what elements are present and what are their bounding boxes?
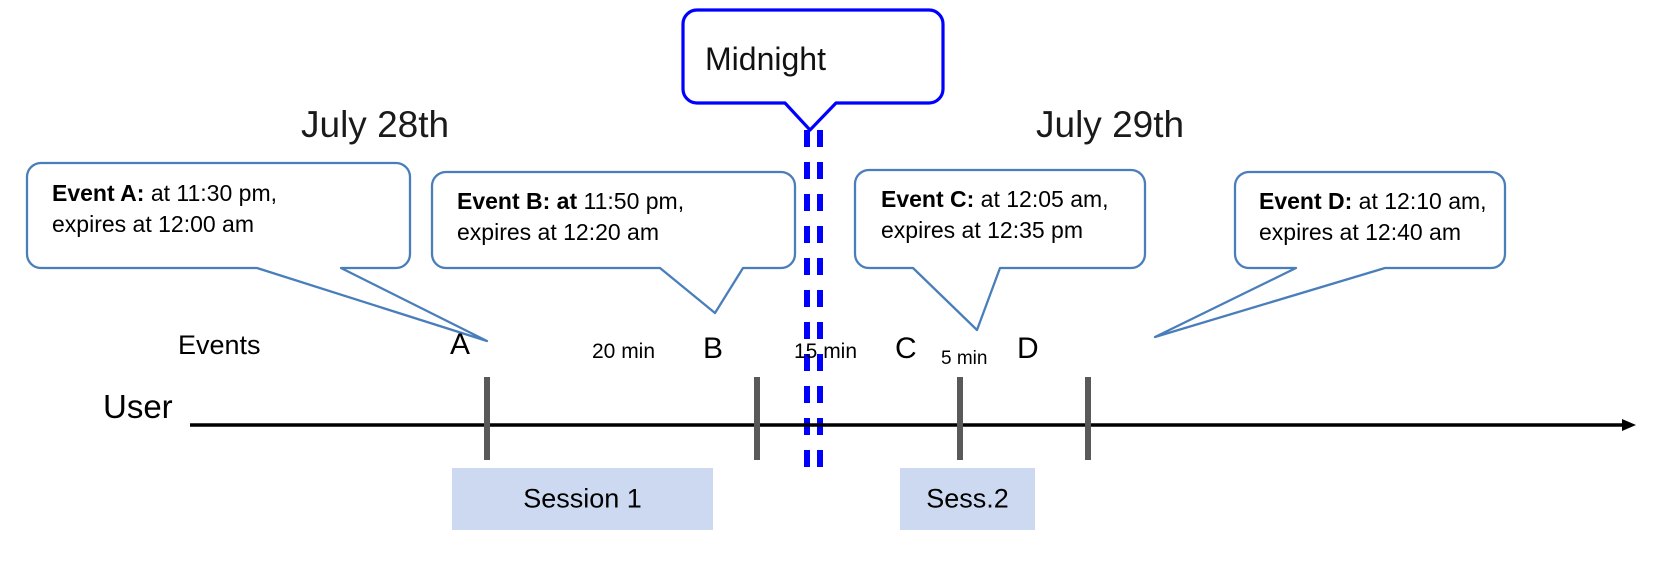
date-heading-july-29: July 29th xyxy=(1036,104,1185,145)
session-2-label: Sess.2 xyxy=(926,483,1009,514)
marker-label-c: C xyxy=(895,332,917,365)
gap-label-15-min: 15 min xyxy=(794,340,858,363)
callout-b-line2: expires at 12:20 am xyxy=(457,219,660,245)
row-label-user: User xyxy=(103,388,173,425)
callout-c-text: Event C: at 12:05 am, expires at 12:35 p… xyxy=(881,184,1109,246)
marker-label-a: A xyxy=(450,328,471,361)
gap-label-5-min: 5 min xyxy=(941,348,988,369)
callout-d-bold: Event D: xyxy=(1259,188,1353,214)
callout-d-rest: at 12:10 am, xyxy=(1352,188,1487,214)
timeline-tick-marks xyxy=(484,377,1091,460)
session-1-label: Session 1 xyxy=(523,483,642,514)
marker-label-b: B xyxy=(703,332,724,365)
session-2-fill xyxy=(900,468,1035,530)
callout-a-text: Event A: at 11:30 pm, expires at 12:00 a… xyxy=(52,178,277,240)
callout-d-line2: expires at 12:40 am xyxy=(1259,219,1462,245)
session-2-block: Sess.2 xyxy=(900,468,1035,530)
midnight-label: Midnight xyxy=(705,41,826,77)
callout-a-rest: at 11:30 pm, xyxy=(144,180,277,206)
session-1-fill xyxy=(452,468,713,530)
gap-label-20-min: 20 min xyxy=(592,340,656,363)
midnight-dashed-divider xyxy=(804,130,823,482)
callout-a-bold: Event A: xyxy=(52,180,145,206)
session-1-block: Session 1 xyxy=(452,468,713,530)
callout-b-text: Event B: at 11:50 pm, expires at 12:20 a… xyxy=(457,186,684,248)
date-heading-july-28: July 28th xyxy=(301,104,450,145)
callout-c-line2: expires at 12:35 pm xyxy=(881,217,1084,243)
callout-b-rest: 11:50 pm, xyxy=(577,188,685,214)
callout-b-bold: Event B: at xyxy=(457,188,578,214)
row-label-events: Events xyxy=(178,330,261,360)
callout-c-bold: Event C: xyxy=(881,186,975,212)
callout-d-text: Event D: at 12:10 am, expires at 12:40 a… xyxy=(1259,186,1487,248)
callout-a-line2: expires at 12:00 am xyxy=(52,211,255,237)
marker-label-d: D xyxy=(1017,332,1039,365)
callout-c-rest: at 12:05 am, xyxy=(974,186,1109,212)
